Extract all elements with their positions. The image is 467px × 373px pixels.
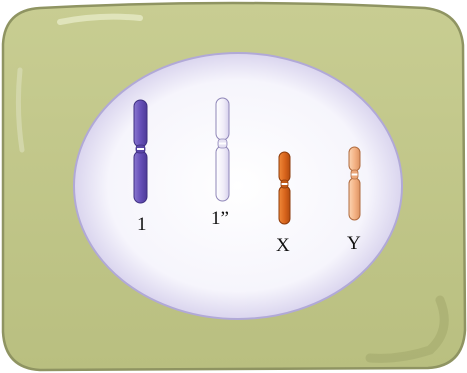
chromosome-x <box>279 152 290 224</box>
chromosome-y-label: Y <box>347 234 361 253</box>
chromosome-y <box>349 147 360 220</box>
chromosome-x-label: X <box>276 236 290 255</box>
chromosome-1-homolog <box>216 98 229 201</box>
chromosome-1-label: 1 <box>137 215 147 234</box>
chromosome-1-homolog-label: 1” <box>211 209 229 228</box>
chromosome-1 <box>134 100 147 203</box>
